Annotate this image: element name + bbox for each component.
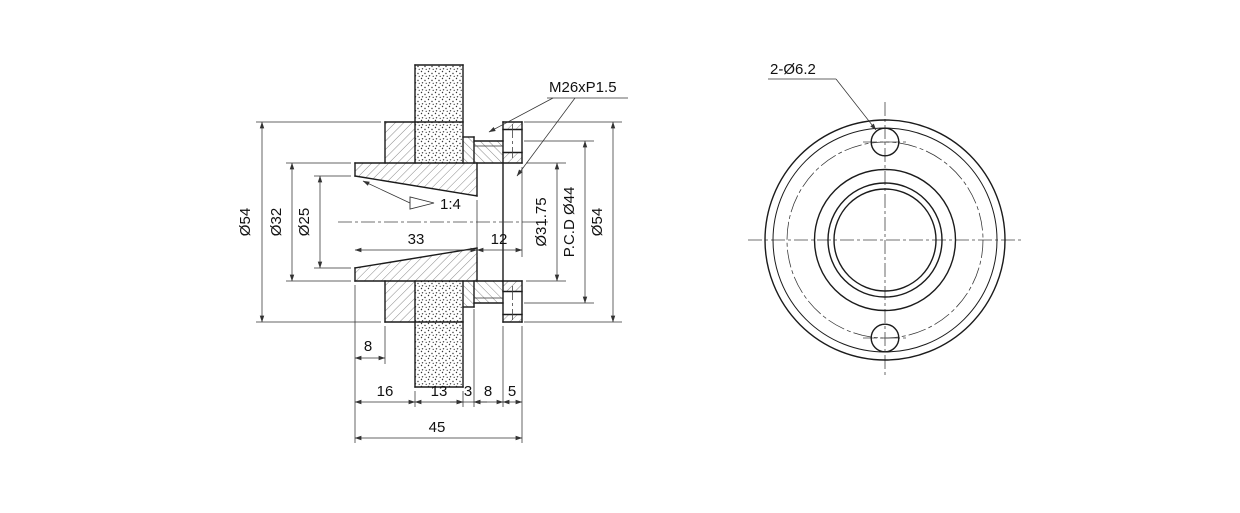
dim-dia54-left-label: Ø54 <box>237 208 254 236</box>
dim-dia54-right <box>524 121 622 323</box>
dim-12-label: 12 <box>491 231 508 248</box>
dim-45-label: 45 <box>429 419 446 436</box>
dim-chain <box>354 309 523 443</box>
clamped-part-upper <box>415 65 463 163</box>
dim-dia25 <box>314 175 351 269</box>
dim-3-label: 3 <box>464 383 472 400</box>
dim-dia54-right-label: Ø54 <box>589 208 606 236</box>
spacer-hatch-top <box>463 137 474 163</box>
body-hatch-bottom <box>385 281 415 322</box>
bolt-hole-top <box>870 127 900 157</box>
dim-33-12 <box>354 167 523 257</box>
body-hatch-top <box>385 122 415 163</box>
dim-8-label: 8 <box>484 383 492 400</box>
holes-callout-label: 2-Ø6.2 <box>770 61 816 78</box>
dim-dia32 <box>286 162 351 282</box>
taper-sleeve-bottom <box>355 248 477 281</box>
dim-5-label: 5 <box>508 383 516 400</box>
outer-dia54-circle <box>764 119 1006 361</box>
dim-dia32-label: Ø32 <box>268 208 285 236</box>
dim-pcd44 <box>524 140 594 304</box>
section-hatching <box>355 65 522 387</box>
section-view: Ø54 Ø32 Ø25 1:4 <box>237 64 628 443</box>
holes-callout: 2-Ø6.2 <box>768 61 877 131</box>
section-centerlines <box>338 124 548 320</box>
thread-lines <box>474 145 503 299</box>
taper-small-circle <box>833 188 937 292</box>
dim-13-label: 13 <box>431 383 448 400</box>
taper-large-circle <box>827 182 943 298</box>
taper-sleeve-top <box>355 163 477 196</box>
clamped-part-lower <box>415 281 463 387</box>
thread-boss-top <box>474 141 503 163</box>
thread-boss-bottom <box>474 281 503 303</box>
dim-dia25-label: Ø25 <box>296 208 313 236</box>
dim-16-label: 16 <box>377 383 394 400</box>
dim-8-offset-label: 8 <box>364 338 372 355</box>
taper-symbol-icon <box>409 196 435 210</box>
dim-8-offset <box>354 285 386 443</box>
thread-callout-label: M26xP1.5 <box>549 79 617 96</box>
pcd-circle <box>786 141 984 339</box>
front-view: 2-Ø6.2 <box>748 61 1022 378</box>
dim-33-label: 33 <box>408 231 425 248</box>
taper-ratio-label: 1:4 <box>440 196 461 213</box>
dim-dia31-75-label: Ø31.75 <box>533 197 550 246</box>
spacer-hatch-bottom <box>463 281 474 307</box>
bolt-hole-bottom <box>870 323 900 353</box>
dim-dia54-left <box>256 121 381 323</box>
bore-dia31-75-circle <box>813 168 957 312</box>
dim-pcd44-label: P.C.D Ø44 <box>561 187 578 258</box>
front-centerlines <box>748 102 1022 378</box>
section-dimensions: Ø54 Ø32 Ø25 1:4 <box>237 79 628 443</box>
taper-callout: 1:4 <box>362 180 461 213</box>
dim-dia31-75 <box>526 162 566 282</box>
